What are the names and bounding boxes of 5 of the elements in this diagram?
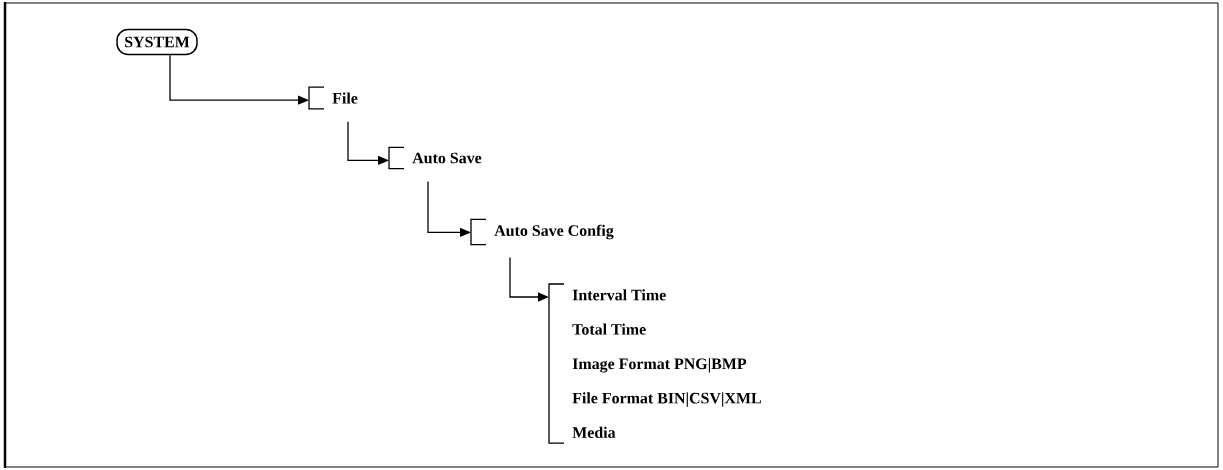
menu-entry: Auto Save Config (470, 218, 614, 246)
menu-entry: Auto Save (388, 146, 482, 170)
root-box: SYSTEM (116, 28, 198, 56)
menu-entry: File (308, 86, 358, 110)
menu-entry: Interval Time Total Time Image Format PNG|BMP File Format BIN|CSV|XML Media (548, 283, 761, 444)
